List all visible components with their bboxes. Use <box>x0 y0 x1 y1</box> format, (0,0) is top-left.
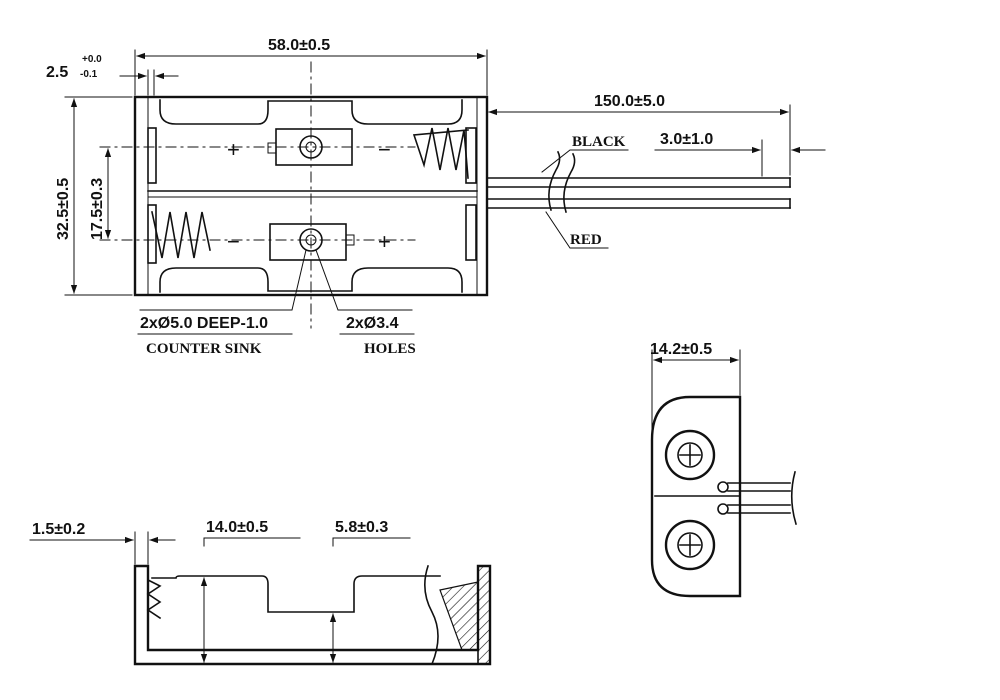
strip-length-dim-label: 3.0±1.0 <box>660 131 713 148</box>
side-view: 1.5±0.2 14.0±0.5 5.8±0.3 <box>29 519 492 666</box>
end-width-dim-label: 14.2±0.5 <box>650 341 712 358</box>
holes-leader <box>315 249 413 311</box>
tab-dim-label: 2.5 <box>46 64 68 81</box>
side-break-line <box>424 564 439 666</box>
end-wire-hole-a <box>717 481 729 493</box>
contact-plate-upper-right <box>465 127 477 184</box>
end-view-outline <box>650 395 742 598</box>
red-leader <box>545 211 609 249</box>
leader-14-0 <box>203 537 301 547</box>
plus-upper: + <box>227 137 240 162</box>
countersink-label: COUNTER SINK <box>146 341 262 357</box>
minus-upper: − <box>378 137 391 162</box>
contact-plate-lower-left <box>147 204 157 264</box>
black-leader <box>541 149 629 173</box>
end-wire-hole-b <box>717 503 729 515</box>
end-wire-break <box>790 471 797 525</box>
countersink-leader <box>139 249 307 311</box>
side-wedge-hatch <box>439 581 479 651</box>
height-dim-label: 32.5±0.5 <box>55 178 72 240</box>
end-contact-upper-inner <box>677 442 703 468</box>
contact-plate-lower-right <box>465 204 477 261</box>
side-spring <box>146 578 162 620</box>
top-view: + − − + BLACK RED 58.0±0.5 2.5 +0 <box>46 37 826 357</box>
end-view: 14.2±0.5 <box>650 341 797 598</box>
wire-red-label: RED <box>570 232 602 248</box>
top-wall-profile <box>159 99 463 125</box>
holes-dim-label: 2xØ3.4 <box>346 315 399 332</box>
wire-black-label: BLACK <box>572 134 626 150</box>
end-contact-lower-inner <box>677 532 703 558</box>
hole-spacing-dim-label: 17.5±0.3 <box>89 178 106 240</box>
end-contact-lower-outer <box>664 519 716 571</box>
spring-upper <box>412 127 469 179</box>
inner-height-dim-label: 14.0±0.5 <box>206 519 268 536</box>
spring-lower <box>151 211 211 259</box>
tab-dim-tol-lower: -0.1 <box>80 69 98 80</box>
wall-dim-label: 1.5±0.2 <box>32 521 85 538</box>
end-contact-upper-outer <box>664 429 716 481</box>
holes-label: HOLES <box>364 341 416 357</box>
wire-break-2 <box>563 152 576 213</box>
bottom-wall-profile <box>159 267 463 293</box>
wire-break-1 <box>548 150 561 211</box>
floor-height-dim-label: 5.8±0.3 <box>335 519 388 536</box>
tab-dim-tol-upper: +0.0 <box>82 54 102 65</box>
countersink-dim-label: 2xØ5.0 DEEP-1.0 <box>140 315 268 332</box>
boss-upper-tab <box>267 142 277 154</box>
plus-lower: + <box>378 229 391 254</box>
leader-5-8 <box>332 537 411 547</box>
minus-lower: − <box>227 229 240 254</box>
width-dim-label: 58.0±0.5 <box>268 37 330 54</box>
contact-plate-upper-left <box>147 127 157 184</box>
side-inner-profile <box>151 575 441 613</box>
holder-body-outline <box>133 95 489 297</box>
side-end-wall-hatch <box>477 565 491 665</box>
lead-length-dim-label: 150.0±5.0 <box>594 93 665 110</box>
